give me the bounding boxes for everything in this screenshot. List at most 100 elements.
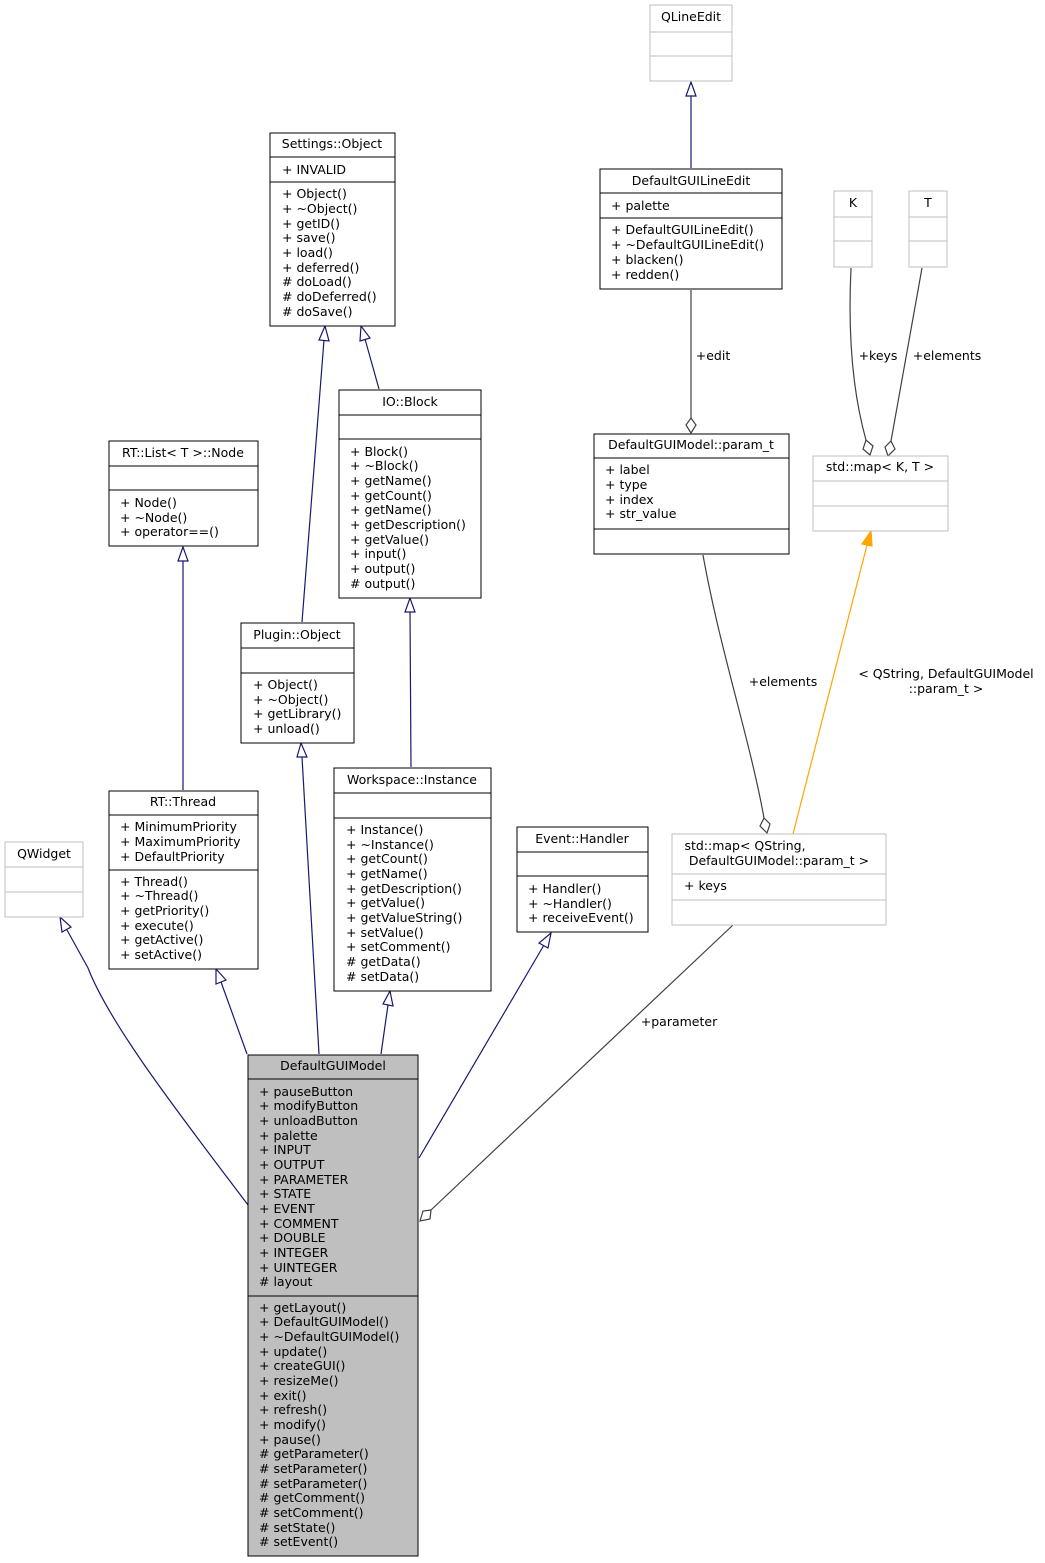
method: + save(): [282, 230, 335, 245]
class-param-t: DefaultGUIModel::param_t + label + type …: [593, 433, 790, 555]
edges: [59, 80, 923, 1222]
class-title-line-1: std::map< QString,: [684, 838, 805, 853]
method: + setComment(): [346, 939, 451, 954]
class-qlineedit: QLineEdit: [649, 4, 733, 82]
class-template-param-t: T: [908, 190, 948, 268]
inheritance-edge-plugin-settings: [301, 324, 330, 623]
class-std-map-qstring-param: std::map< QString, DefaultGUIModel::para…: [671, 833, 887, 926]
method: + getPriority(): [120, 903, 209, 918]
class-title: IO::Block: [382, 394, 438, 409]
inheritance-edge-thread-node: [177, 545, 189, 790]
method: + Object(): [282, 186, 347, 201]
method: + getValueString(): [346, 910, 462, 925]
class-settings-object: Settings::Object + INVALID + Object() + …: [269, 132, 396, 327]
class-title: Workspace::Instance: [347, 772, 477, 787]
method: # setComment(): [259, 1505, 364, 1520]
method: + setActive(): [120, 947, 202, 962]
class-event-handler: Event::Handler + Handler() + ~Handler() …: [516, 826, 649, 933]
method: # doLoad(): [282, 274, 352, 289]
association-edge-elements-t: [884, 267, 923, 458]
method: + DefaultGUILineEdit(): [611, 222, 754, 237]
method: + getDescription(): [350, 517, 466, 532]
method: + receiveEvent(): [528, 910, 634, 925]
method: # output(): [350, 576, 415, 591]
attribute: + UINTEGER: [259, 1260, 338, 1275]
method: + resizeMe(): [259, 1373, 338, 1388]
method: + DefaultGUIModel(): [259, 1314, 389, 1329]
method: + Instance(): [346, 822, 423, 837]
attribute: + keys: [684, 878, 727, 893]
method: + getName(): [350, 502, 432, 517]
class-rt-list-node: RT::List< T >::Node + Node() + ~Node() +…: [108, 440, 259, 547]
association-edge-keys: [849, 267, 874, 457]
inheritance-edge-model-handler: [418, 931, 552, 1159]
inheritance-edge-model-workspace: [380, 989, 394, 1055]
method: # setEvent(): [259, 1534, 338, 1549]
class-title: Event::Handler: [535, 831, 629, 846]
method: + Node(): [120, 495, 177, 510]
class-std-map-kt: std::map< K, T >: [812, 455, 949, 532]
attribute: + DOUBLE: [259, 1230, 326, 1245]
attribute: # layout: [259, 1274, 313, 1289]
inheritance-edge-lineedit-qlineedit: [685, 80, 697, 168]
method: + ~Thread(): [120, 888, 198, 903]
attribute: + PARAMETER: [259, 1172, 349, 1187]
class-title: DefaultGUILineEdit: [632, 173, 751, 188]
method: + getCount(): [346, 851, 428, 866]
attribute: + palette: [259, 1128, 318, 1143]
method: + ~Handler(): [528, 896, 612, 911]
method: + ~Instance(): [346, 837, 434, 852]
inheritance-edge-model-thread: [215, 967, 248, 1055]
method: + getLibrary(): [253, 706, 341, 721]
method: + getLayout(): [259, 1300, 346, 1315]
edge-label-template-line-2: ::param_t >: [909, 681, 984, 696]
attribute: + str_value: [605, 506, 677, 521]
method: + ~DefaultGUILineEdit(): [611, 237, 764, 252]
class-title: QLineEdit: [661, 9, 721, 24]
method: + getValue(): [350, 532, 429, 547]
attribute: + palette: [611, 198, 670, 213]
method: + operator==(): [120, 524, 219, 539]
template-edge: [792, 529, 873, 835]
method: + output(): [350, 561, 415, 576]
attribute: + EVENT: [259, 1201, 315, 1216]
attribute: + unloadButton: [259, 1113, 358, 1128]
edge-labels: +edit +keys +elements +elements < QStrin…: [641, 348, 1034, 1029]
class-title: Settings::Object: [282, 136, 383, 151]
method: + modify(): [259, 1417, 326, 1432]
method: + deferred(): [282, 260, 359, 275]
class-plugin-object: Plugin::Object + Object() + ~Object() + …: [240, 622, 355, 744]
attribute: + STATE: [259, 1186, 311, 1201]
method: # setParameter(): [259, 1476, 367, 1491]
method: + getDescription(): [346, 881, 462, 896]
attribute: + pauseButton: [259, 1084, 353, 1099]
method: + getCount(): [350, 488, 432, 503]
method: + getActive(): [120, 932, 203, 947]
attribute: + OUTPUT: [259, 1157, 325, 1172]
class-template-param-k: K: [833, 190, 873, 268]
edge-label-elements-t: +elements: [913, 348, 982, 363]
method: + ~Object(): [253, 692, 328, 707]
method: # getComment(): [259, 1490, 365, 1505]
class-defaultgui-lineedit: DefaultGUILineEdit + palette + DefaultGU…: [599, 168, 783, 290]
edge-label-keys: +keys: [859, 348, 898, 363]
class-defaultguimodel: DefaultGUIModel + pauseButton + modifyBu…: [247, 1054, 419, 1557]
class-title-line-2: DefaultGUIModel::param_t >: [689, 853, 869, 868]
inheritance-edge-workspace-ioblock: [404, 596, 416, 768]
attribute: + INVALID: [282, 162, 346, 177]
method: + Object(): [253, 677, 318, 692]
method: + Handler(): [528, 881, 601, 896]
class-title: RT::Thread: [150, 794, 216, 809]
attribute: + DefaultPriority: [120, 849, 225, 864]
method: # setState(): [259, 1520, 335, 1535]
class-title: RT::List< T >::Node: [122, 445, 244, 460]
method: + load(): [282, 245, 333, 260]
method: + unload(): [253, 721, 320, 736]
class-rt-thread: RT::Thread + MinimumPriority + MaximumPr…: [108, 790, 259, 970]
association-edge-parameter: [419, 924, 734, 1222]
method: + refresh(): [259, 1402, 327, 1417]
method: + update(): [259, 1344, 327, 1359]
class-title: T: [923, 195, 932, 210]
class-io-block: IO::Block + Block() + ~Block() + getName…: [338, 389, 482, 599]
edge-label-edit: +edit: [696, 348, 731, 363]
